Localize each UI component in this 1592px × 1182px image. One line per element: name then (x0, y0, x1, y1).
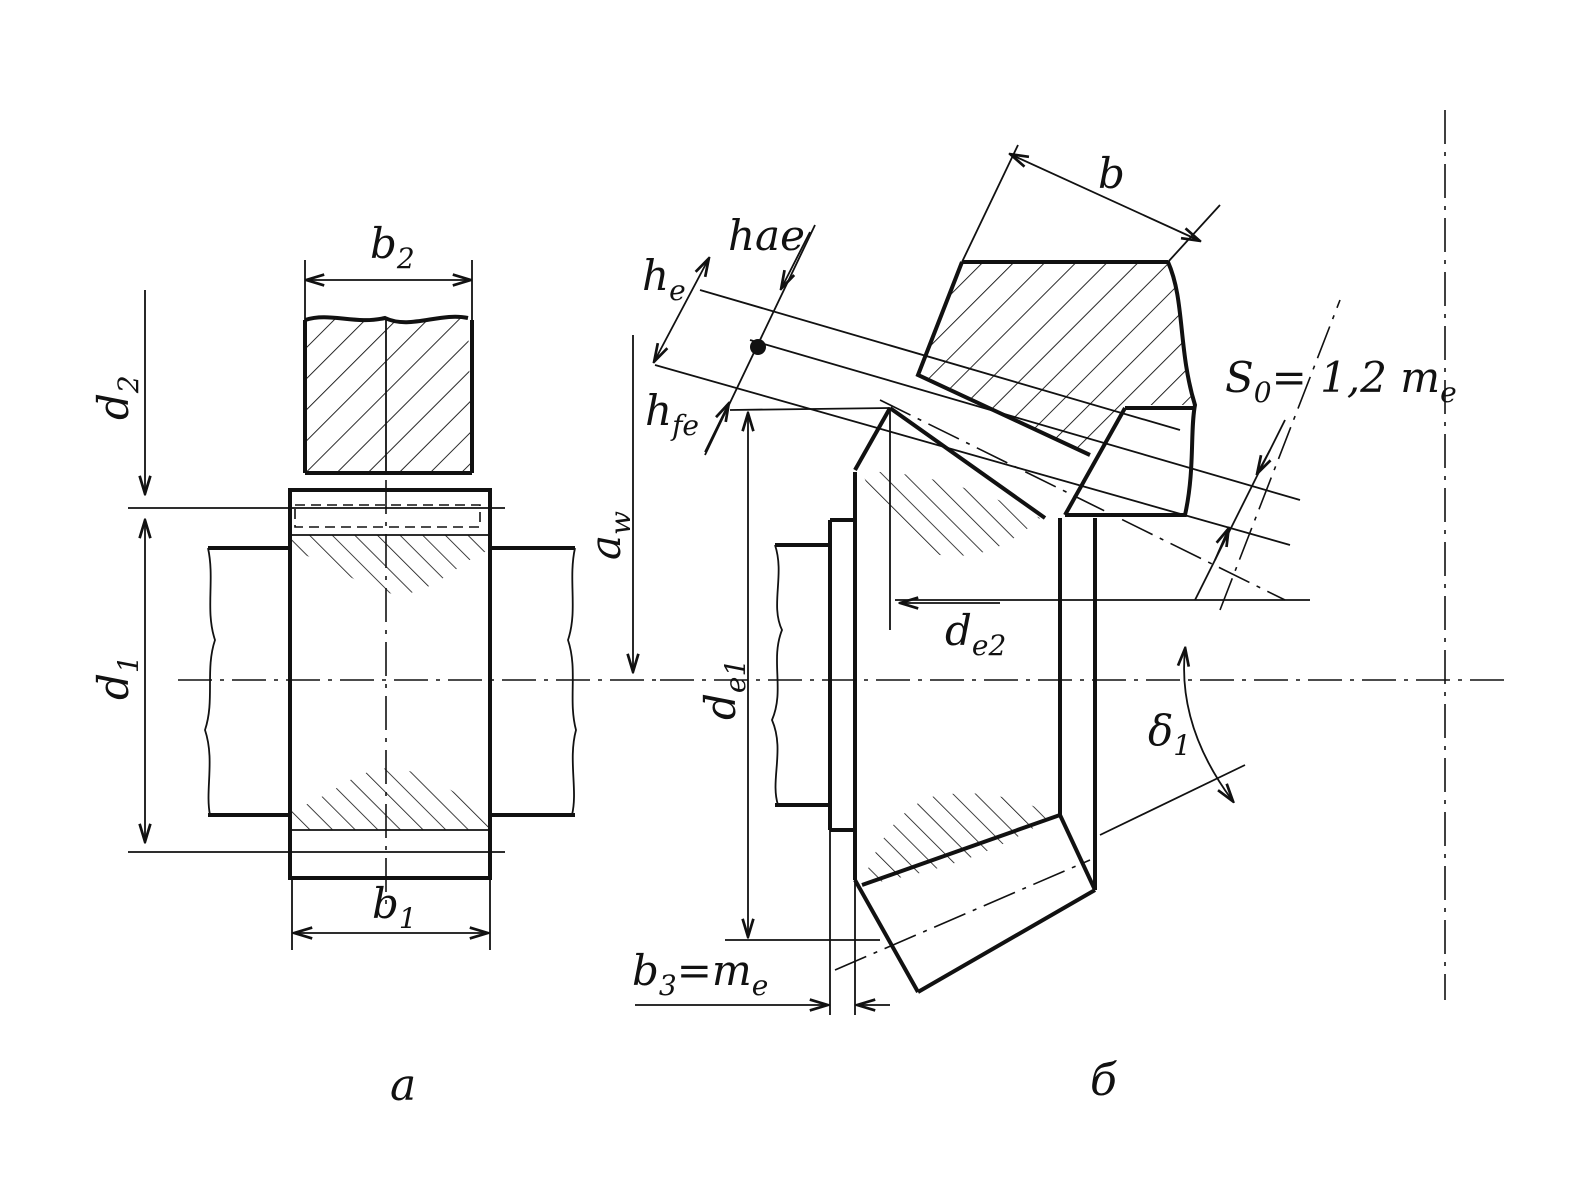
label-b: b (1098, 149, 1125, 198)
gear-1-shaft (204, 546, 577, 817)
dimension-labels: b2 d2 d1 b1 aw b hae he hfe S0= 1,2 me d… (89, 149, 1457, 1002)
label-b3: b3=me (632, 946, 768, 1002)
label-s0: S0= 1,2 me (1225, 353, 1457, 409)
bevel-gear-1-shaft (771, 543, 830, 807)
label-de2: de2 (945, 606, 1006, 662)
label-de1: de1 (696, 659, 752, 720)
view-a-spur-gears (128, 260, 660, 950)
view-b-bevel-gears (635, 110, 1505, 1015)
label-he: he (642, 251, 686, 307)
label-hae: hae (728, 211, 805, 260)
bevel-gear-2 (853, 260, 1198, 520)
label-b1: b1 (372, 879, 417, 935)
gear-2-section (303, 314, 474, 475)
bevel-gear-1 (828, 471, 1097, 1015)
label-b2: b2 (370, 219, 415, 275)
label-delta1: δ1 (1148, 706, 1191, 762)
captions: а б (390, 1055, 1117, 1111)
caption-b: б (1090, 1055, 1117, 1106)
caption-a: а (390, 1060, 416, 1111)
pitch-point-dot (750, 339, 766, 355)
label-aw: aw (581, 511, 637, 560)
gear-1-body (288, 480, 492, 905)
label-d1: d1 (89, 655, 145, 700)
label-d2: d2 (89, 375, 145, 420)
label-hfe: hfe (645, 386, 699, 442)
